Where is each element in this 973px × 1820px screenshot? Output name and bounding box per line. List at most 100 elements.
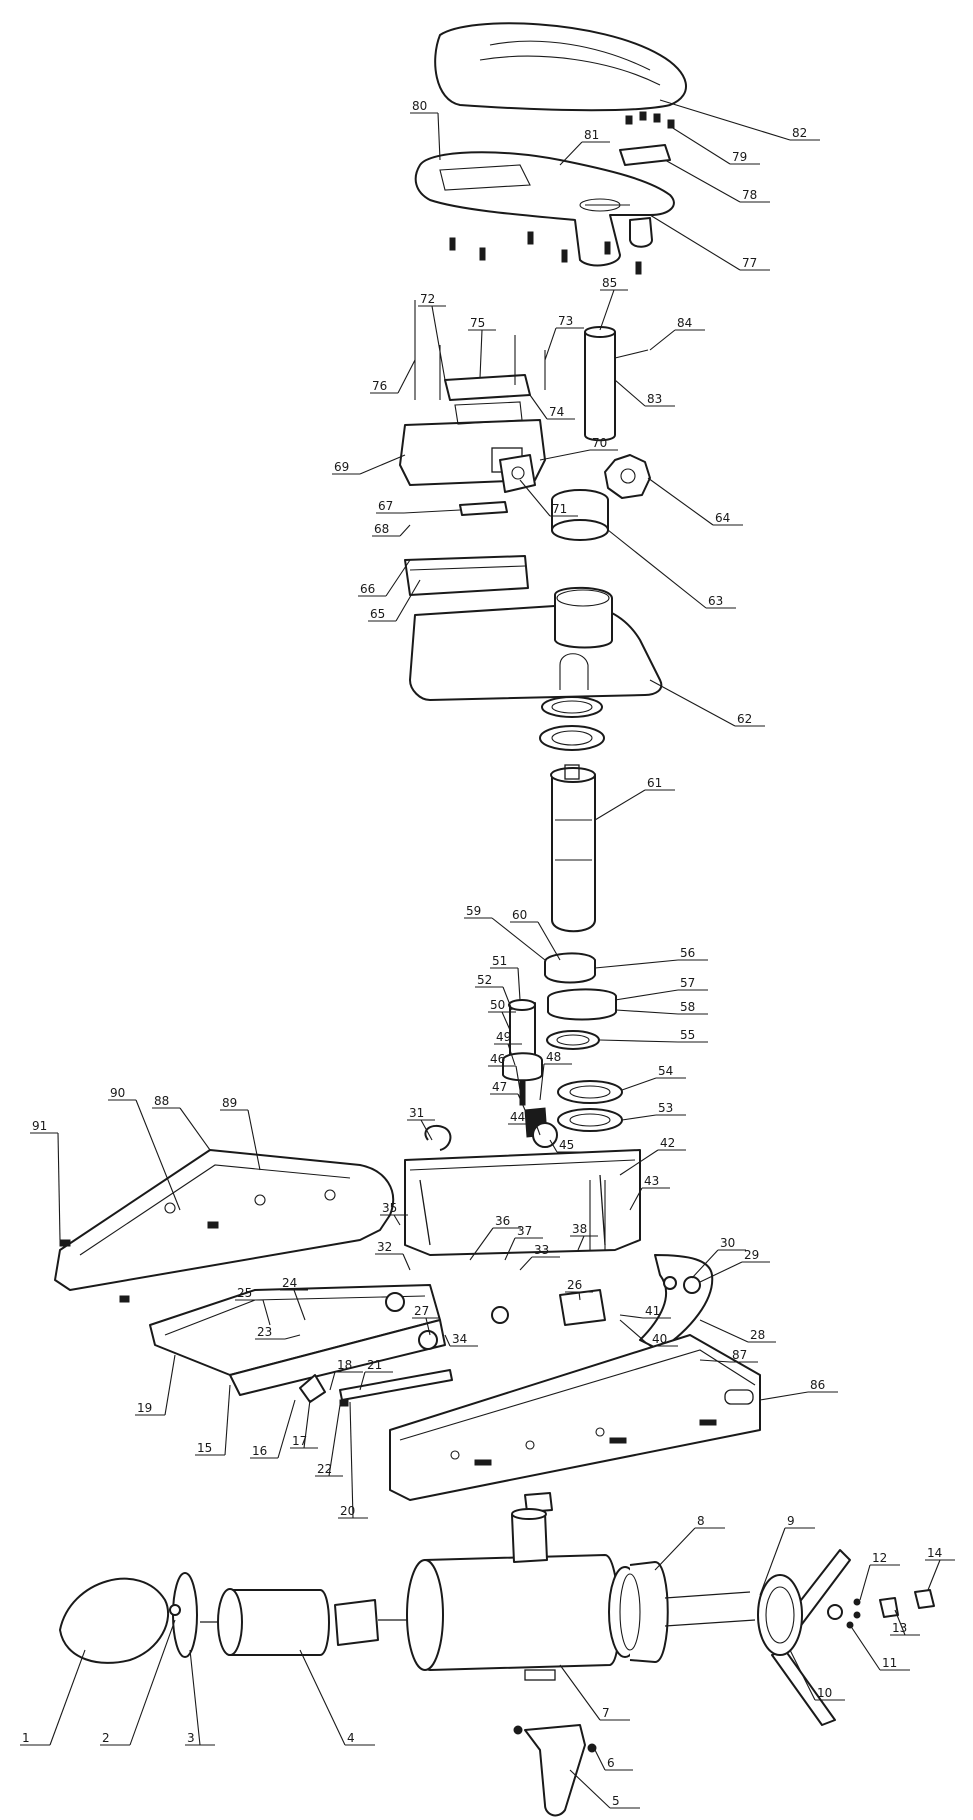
callout-leader [577, 1235, 585, 1251]
callout-label: 38 [572, 1222, 587, 1236]
callout-34: 34 [444, 1332, 478, 1347]
callout-leader [293, 1289, 306, 1321]
callout-55: 55 [599, 1028, 708, 1043]
callout-leader [599, 289, 615, 331]
callout-40: 40 [619, 1319, 678, 1347]
callout-label: 29 [744, 1248, 759, 1262]
callout-leader [759, 1391, 809, 1401]
callout-leader [303, 1399, 311, 1449]
callout-89: 89 [220, 1096, 261, 1171]
callout-51: 51 [490, 954, 521, 1001]
callout-4: 4 [299, 1649, 375, 1746]
callout-62: 62 [649, 679, 765, 727]
callout-82: 82 [659, 99, 820, 141]
callout-label: 64 [715, 511, 730, 525]
callout-80: 80 [410, 99, 441, 161]
callout-43: 43 [629, 1174, 670, 1211]
callout-label: 19 [137, 1401, 152, 1415]
callout-leader [614, 989, 679, 1001]
callout-leader [189, 1649, 201, 1746]
callout-label: 85 [602, 276, 617, 290]
callout-leader [399, 524, 411, 537]
callout-28: 28 [699, 1319, 776, 1343]
callout-29: 29 [699, 1248, 770, 1283]
callout-53: 53 [621, 1101, 686, 1121]
callout-72: 72 [418, 292, 446, 381]
callout-46: 46 [488, 1052, 521, 1091]
callout-leader [395, 579, 421, 622]
callout-label: 82 [792, 126, 807, 140]
callout-leader [328, 1404, 341, 1477]
callout-label: 4 [347, 1731, 355, 1745]
callout-leader [849, 1624, 881, 1671]
callout-label: 50 [490, 998, 505, 1012]
callout-leader [594, 1749, 606, 1771]
callout-leader [262, 1299, 271, 1326]
callout-85: 85 [599, 276, 628, 331]
callout-63: 63 [607, 529, 736, 609]
callout-24: 24 [280, 1276, 308, 1321]
callout-leader [537, 921, 561, 961]
top-screws [449, 111, 675, 275]
callout-6: 6 [594, 1749, 633, 1771]
callout-leader [299, 1649, 346, 1746]
callout-87: 87 [699, 1348, 758, 1363]
callout-leader [425, 1317, 431, 1336]
callout-13: 13 [890, 1609, 920, 1636]
callout-label: 83 [647, 392, 662, 406]
callout-leader [599, 1039, 679, 1043]
callout-label: 67 [378, 499, 393, 513]
callout-leader [507, 1043, 516, 1066]
callout-leader [529, 394, 548, 420]
callout-leader [385, 559, 411, 597]
callout-label: 66 [360, 582, 375, 596]
callout-leader [759, 1527, 786, 1596]
callout-86: 86 [759, 1378, 838, 1401]
callout-label: 3 [187, 1731, 195, 1745]
callout-leader [420, 1119, 433, 1141]
callout-label: 74 [549, 405, 564, 419]
callout-37: 37 [504, 1224, 543, 1261]
callout-30: 30 [691, 1236, 746, 1279]
callout-68: 68 [372, 522, 411, 537]
callout-label: 78 [742, 188, 757, 202]
callout-45: 45 [549, 1138, 585, 1153]
shaft-tube [584, 326, 649, 442]
callout-label: 44 [510, 1110, 525, 1124]
callout-10: 10 [789, 1649, 845, 1701]
callout-label: 90 [110, 1086, 125, 1100]
callout-leader [491, 917, 546, 961]
callout-label: 54 [658, 1064, 673, 1078]
callout-leader [431, 305, 446, 381]
callout-leader [535, 1123, 541, 1136]
callout-label: 75 [470, 316, 485, 330]
callout-leader [49, 1649, 86, 1746]
callout-leader [57, 1132, 61, 1241]
callout-leader [619, 1314, 644, 1319]
callout-11: 11 [849, 1624, 910, 1671]
callout-71: 71 [519, 479, 578, 517]
callout-leader [594, 789, 646, 821]
callout-label: 72 [420, 292, 435, 306]
callout-leader [927, 1559, 941, 1591]
callout-label: 71 [552, 502, 567, 516]
callout-label: 2 [102, 1731, 110, 1745]
callout-74: 74 [529, 394, 575, 420]
callout-leader [515, 1065, 521, 1091]
callout-leader [359, 454, 406, 475]
callout-leader [544, 327, 557, 361]
callout-33: 33 [519, 1243, 560, 1271]
top-cover [434, 22, 687, 112]
callout-60: 60 [510, 908, 561, 961]
callout-leader [859, 1564, 871, 1601]
knob-and-clamp [551, 454, 651, 541]
bracket [499, 454, 536, 493]
callout-44: 44 [508, 1110, 541, 1136]
callout-label: 57 [680, 976, 695, 990]
callout-91: 91 [30, 1119, 61, 1241]
callout-66: 66 [358, 559, 411, 597]
callout-label: 91 [32, 1119, 47, 1133]
callout-leader [397, 359, 416, 394]
callout-8: 8 [654, 1514, 725, 1571]
lower-unit [59, 1508, 935, 1817]
